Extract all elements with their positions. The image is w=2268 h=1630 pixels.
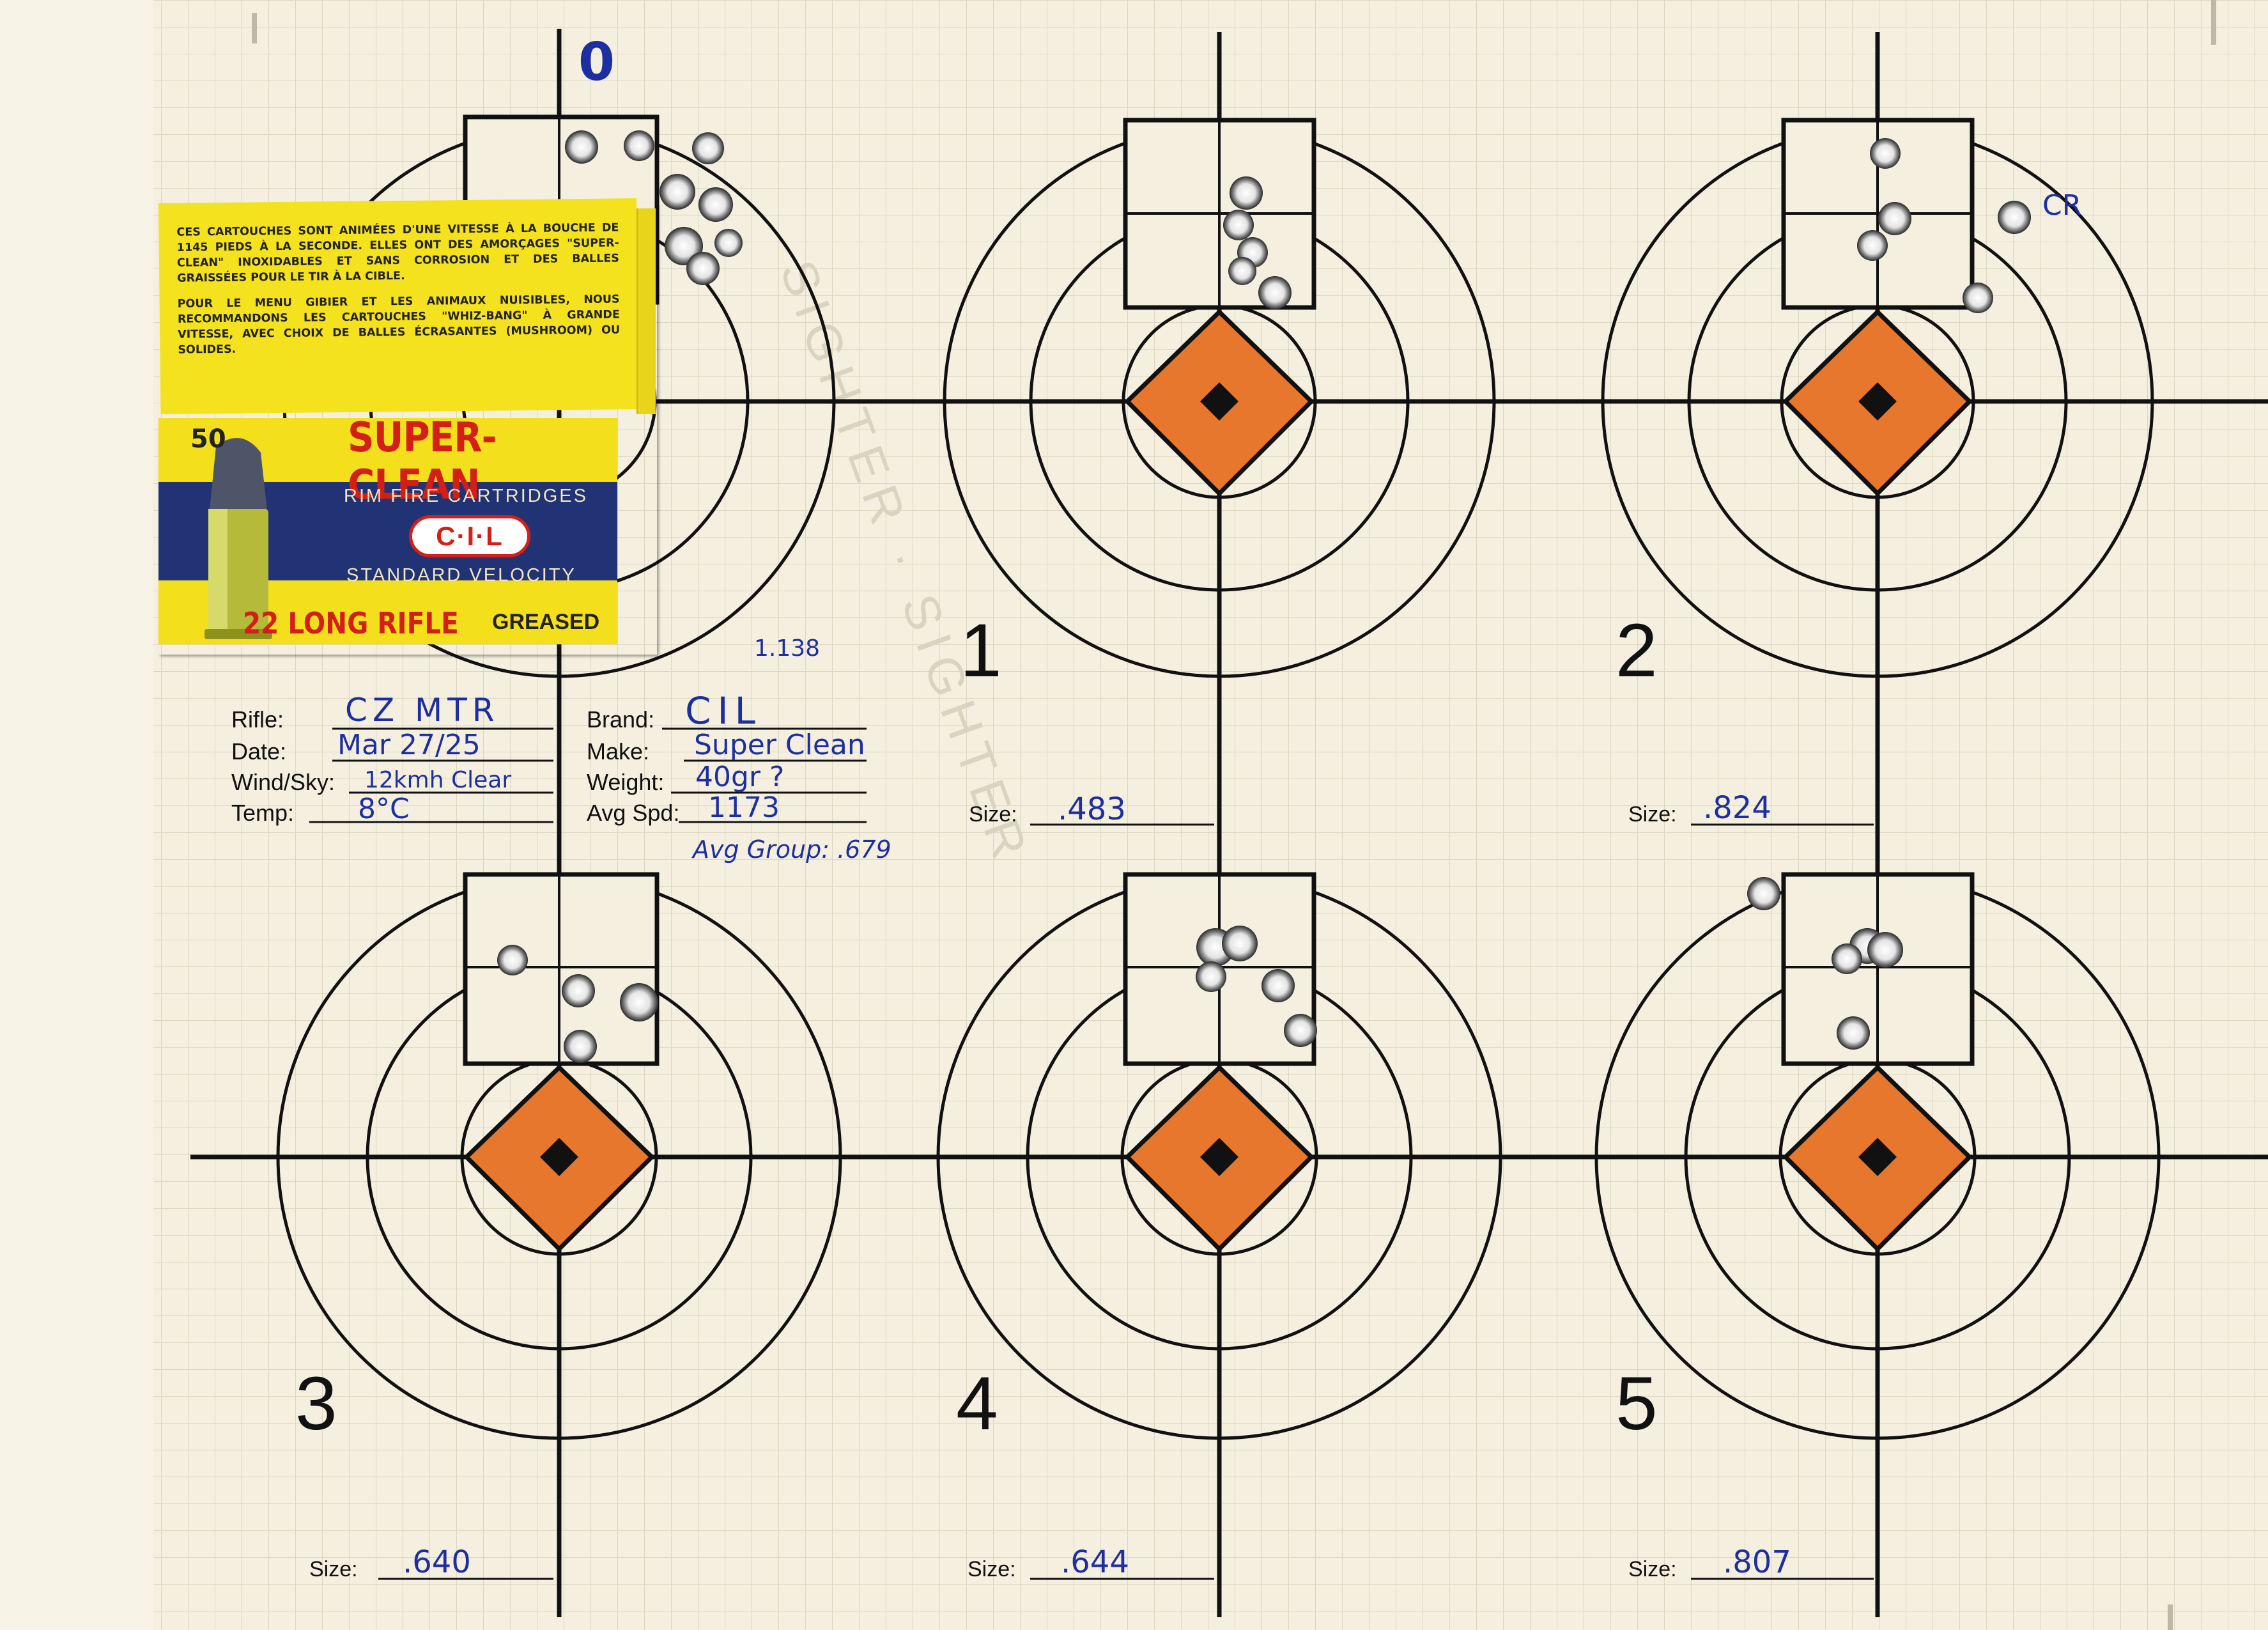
temp-value: 8°C xyxy=(358,793,410,825)
target-number-3: 3 xyxy=(295,1362,337,1446)
size-value-3: .640 xyxy=(403,1544,471,1580)
rifle-value: CZ MTR xyxy=(345,692,499,729)
left-margin xyxy=(0,0,153,1630)
box-caliber: 22 LONG RIFLE xyxy=(243,606,459,640)
box-velocity-line: STANDARD VELOCITY xyxy=(346,565,576,586)
edge-marks xyxy=(252,0,2216,1630)
box-french-text-panel: Ces cartouches sont animées d'une vitess… xyxy=(158,198,639,414)
size-label-2: Size: xyxy=(1628,802,1677,827)
box-paragraph-1: Ces cartouches sont animées d'une vitess… xyxy=(176,221,620,285)
brand-label: Brand: xyxy=(587,706,654,733)
box-brand-title: SUPER-CLEAN xyxy=(348,414,497,509)
size-value-1: .483 xyxy=(1058,791,1126,827)
target-1 xyxy=(943,118,1496,678)
date-value: Mar 27/25 xyxy=(337,729,481,761)
size-label-5: Size: xyxy=(1628,1557,1677,1581)
target-2-note: CR xyxy=(2042,189,2081,222)
wind-label: Wind/Sky: xyxy=(231,769,335,795)
sighter-group-note: 1.138 xyxy=(754,635,820,662)
target-3 xyxy=(276,872,842,1440)
brand-value: CIL xyxy=(685,689,762,733)
weight-label: Weight: xyxy=(587,769,664,795)
size-label-4: Size: xyxy=(968,1557,1016,1581)
bullet-holes xyxy=(497,130,2031,1063)
ammo-box: Ces cartouches sont animées d'une vitess… xyxy=(158,198,657,655)
cartridge-icon xyxy=(204,438,272,639)
speed-label: Avg Spd: xyxy=(587,800,679,826)
size-label-1: Size: xyxy=(969,802,1017,827)
size-value-2: .824 xyxy=(1703,790,1771,826)
target-number-1: 1 xyxy=(960,609,1002,693)
size-value-4: .644 xyxy=(1061,1544,1129,1580)
temp-label: Temp: xyxy=(231,800,294,826)
box-count: 50 xyxy=(190,424,226,454)
cil-logo: C·I·L xyxy=(409,515,530,557)
wind-value: 12kmh Clear xyxy=(364,767,511,793)
make-value: Super Clean xyxy=(694,729,865,761)
make-label: Make: xyxy=(587,738,649,765)
box-rimfire-line: RIM FIRE CARTRIDGES xyxy=(344,486,588,506)
target-number-5: 5 xyxy=(1616,1362,1658,1446)
target-number-4: 4 xyxy=(956,1362,998,1446)
size-value-5: .807 xyxy=(1723,1544,1791,1580)
target-5 xyxy=(1594,872,2161,1440)
date-label: Date: xyxy=(231,738,286,765)
box-side-flap xyxy=(636,208,656,414)
box-paragraph-2: Pour le menu gibier et les animaux nuisi… xyxy=(177,293,621,357)
sighter-label: 0 xyxy=(578,32,615,93)
avg-group-note: Avg Group: .679 xyxy=(691,835,891,864)
rifle-label: Rifle: xyxy=(231,706,284,733)
size-fields: Size: .483 Size: .824 Size: .640 Size: .… xyxy=(309,790,1874,1581)
cil-logo-text: C·I·L xyxy=(436,521,504,551)
target-number-2: 2 xyxy=(1616,609,1658,693)
weight-value: 40gr ? xyxy=(695,761,784,793)
info-block: Rifle: CZ MTR Date: Mar 27/25 Wind/Sky: … xyxy=(231,635,891,864)
size-label-3: Size: xyxy=(309,1557,358,1581)
speed-value: 1173 xyxy=(708,791,780,824)
box-greased: GREASED xyxy=(492,610,600,634)
